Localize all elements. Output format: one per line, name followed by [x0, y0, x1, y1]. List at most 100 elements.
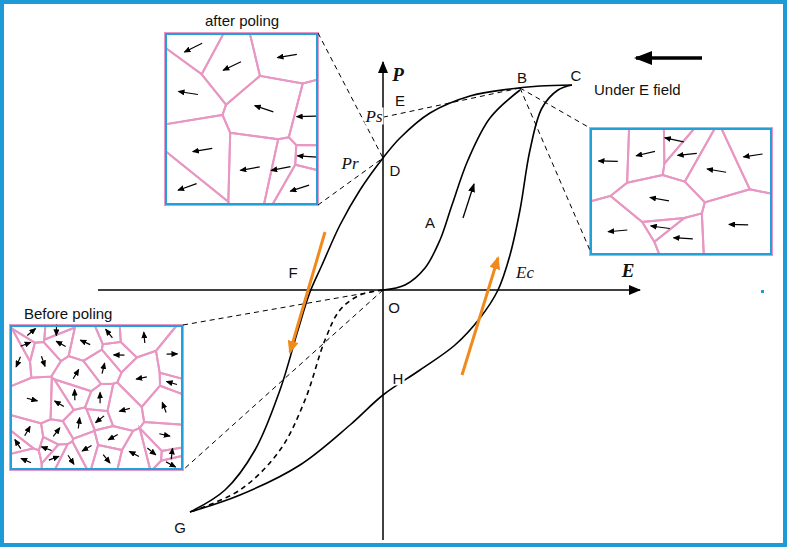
polarization-arrow — [240, 167, 259, 170]
grain-group — [165, 33, 318, 205]
inset-after-poling: after poling — [165, 33, 318, 205]
polarization-arrow — [297, 116, 317, 118]
hysteresis-curves — [190, 85, 572, 512]
grain-boundary — [10, 415, 43, 450]
grain-boundary — [140, 428, 162, 470]
polarization-arrow — [27, 398, 37, 401]
grain-boundary — [117, 351, 160, 407]
field-arrow — [636, 56, 702, 60]
grain-boundary — [272, 165, 318, 205]
polarization-arrow — [167, 382, 177, 385]
polarization-arrow — [193, 148, 212, 151]
symbol-label: Ps — [365, 108, 384, 125]
polarization-arrow — [290, 185, 309, 191]
leader-line — [520, 88, 590, 128]
polarization-arrow — [25, 426, 30, 435]
p-axis — [382, 62, 384, 540]
polarization-arrow — [53, 428, 59, 437]
polarization-arrow — [636, 151, 655, 155]
grain-boundary — [223, 76, 303, 139]
grain-boundary — [140, 422, 183, 451]
leader-lines — [183, 33, 592, 470]
grain-boundary — [95, 325, 121, 344]
polarization-arrow — [178, 184, 197, 191]
polarization-arrow — [665, 138, 684, 142]
polarization-arrow — [143, 332, 145, 343]
polarization-arrow — [99, 393, 100, 404]
grain-boundary — [51, 356, 101, 391]
polarization-arrow — [106, 329, 113, 337]
polarization-arrow — [184, 43, 202, 52]
grain-boundary — [590, 128, 629, 201]
polarization-arrow — [108, 435, 117, 440]
leader-line — [318, 33, 383, 158]
polarization-arrow — [178, 92, 197, 95]
polarization-arrow — [729, 224, 748, 226]
polarization-arrow — [55, 401, 64, 407]
polarization-arrow — [136, 377, 147, 379]
polarization-arrow — [167, 353, 178, 354]
direction-arrow — [463, 184, 474, 218]
polarization-arrow — [80, 340, 90, 345]
orange-arrow — [462, 258, 498, 375]
polarization-arrow — [159, 434, 170, 436]
polarization-arrow — [223, 62, 241, 70]
polarization-arrow — [42, 447, 52, 451]
polarization-arrow — [73, 369, 78, 378]
axis-label: E — [621, 261, 636, 280]
inset-before-poling: Before poling — [10, 325, 183, 470]
polarization-arrow — [74, 390, 75, 401]
grain-drawings — [10, 33, 772, 470]
leader-line — [183, 290, 383, 325]
grain-boundary — [142, 386, 183, 425]
polarization-arrow — [277, 54, 296, 57]
point-label: G — [173, 520, 187, 535]
polarization-arrow — [56, 341, 65, 346]
axis-label: P — [391, 65, 405, 84]
polarization-arrow — [162, 402, 166, 412]
grain-boundary — [165, 115, 230, 202]
point-label: D — [389, 163, 402, 178]
point-label: C — [570, 68, 583, 83]
polarization-arrow — [171, 448, 172, 459]
grain-boundary — [152, 456, 183, 470]
polarization-arrow — [678, 153, 697, 155]
grain-boundary — [590, 196, 660, 255]
ascending-branch — [190, 85, 572, 512]
grain-boundary — [627, 128, 664, 183]
point-label: B — [516, 70, 528, 85]
negative-initial-curve — [190, 290, 383, 512]
inset-heading: Under E field — [594, 82, 681, 99]
polarization-arrow — [41, 356, 45, 366]
leader-line — [520, 88, 592, 255]
polarization-arrow — [78, 418, 79, 429]
polarization-arrow — [15, 440, 21, 449]
grain-boundary — [55, 441, 88, 470]
inset-heading: Before poling — [24, 306, 112, 323]
polarization-arrow — [114, 354, 125, 355]
grain-boundary — [63, 407, 95, 438]
grain-group — [590, 128, 772, 255]
point-label: E — [394, 93, 406, 108]
grain-boundary — [12, 329, 35, 362]
grain-boundary — [44, 325, 75, 340]
polarization-arrow — [707, 169, 726, 172]
polarization-arrow — [49, 456, 59, 460]
polarization-arrow — [271, 167, 290, 171]
polarization-arrow — [608, 230, 627, 232]
grain-boundary — [202, 33, 260, 105]
polarization-arrow — [599, 160, 618, 162]
point-label: O — [387, 300, 401, 315]
grain-boundary — [85, 384, 113, 411]
polarization-arrow — [119, 408, 129, 411]
grain-boundary — [42, 444, 68, 470]
grain-boundary — [610, 175, 704, 222]
grain-boundary — [10, 448, 42, 470]
blue-dot — [761, 290, 764, 293]
point-label: A — [424, 215, 436, 230]
polarization-arrow — [103, 455, 110, 463]
polarization-arrow — [27, 329, 35, 336]
grain-boundary — [685, 128, 750, 202]
